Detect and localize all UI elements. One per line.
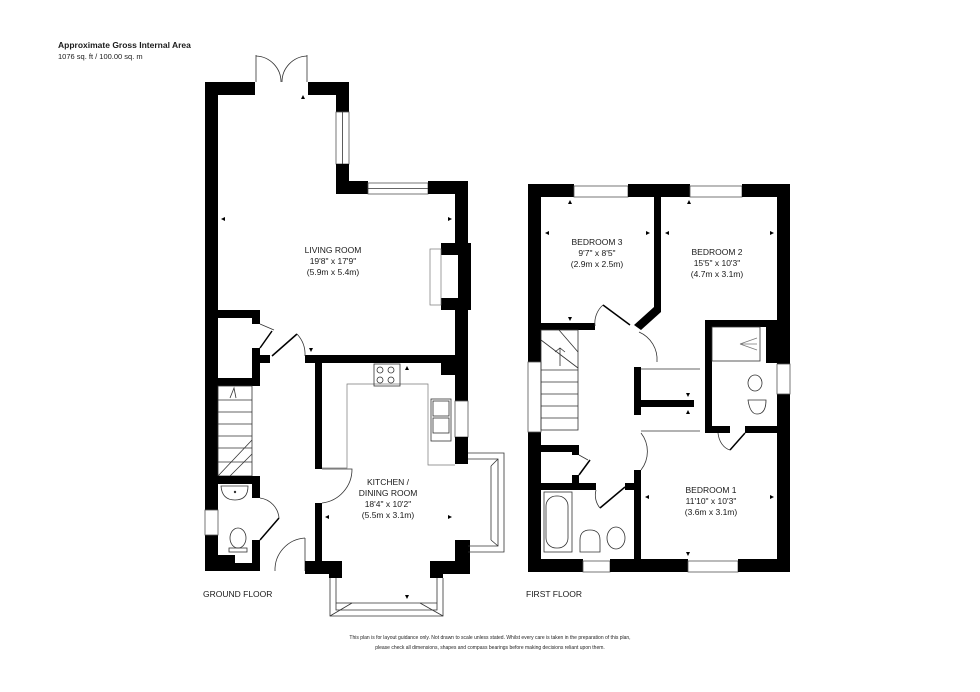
room-bedroom-2: BEDROOM 2 15'5" x 10'3" (4.7m x 3.1m) bbox=[691, 247, 743, 280]
room-dimensions-metric: (4.7m x 3.1m) bbox=[690, 269, 744, 279]
room-dimensions-imperial: 11'10" x 10'3" bbox=[685, 496, 737, 506]
staircase-ground bbox=[217, 385, 253, 477]
room-name: BEDROOM 2 bbox=[691, 247, 743, 257]
first-floor-plan bbox=[527, 184, 791, 573]
room-dimensions-metric: (5.9m x 5.4m) bbox=[306, 267, 360, 277]
room-kitchen-dining: KITCHEN / DINING ROOM 18'4" x 10'2" (5.5… bbox=[359, 477, 418, 521]
room-dimensions-metric: (5.5m x 3.1m) bbox=[361, 510, 415, 520]
area-value: 1076 sq. ft / 100.00 sq. m bbox=[58, 52, 143, 61]
area-title: Approximate Gross Internal Area bbox=[58, 40, 191, 50]
first-floor-label: FIRST FLOOR bbox=[526, 589, 583, 599]
room-dimensions-metric: (3.6m x 3.1m) bbox=[684, 507, 738, 517]
room-dimensions-imperial: 9'7" x 8'5" bbox=[578, 248, 616, 258]
staircase-first bbox=[540, 329, 579, 431]
ground-floor-plan bbox=[204, 55, 505, 617]
room-name: BEDROOM 3 bbox=[571, 237, 623, 247]
room-name-line2: DINING ROOM bbox=[358, 488, 418, 498]
room-name: BEDROOM 1 bbox=[685, 485, 737, 495]
room-name: LIVING ROOM bbox=[304, 245, 362, 255]
room-dimensions-imperial: 18'4" x 10'2" bbox=[364, 499, 412, 509]
disclaimer-line-1: This plan is for layout guidance only. N… bbox=[349, 635, 631, 641]
room-dimensions-imperial: 19'8" x 17'9" bbox=[309, 256, 357, 266]
disclaimer: This plan is for layout guidance only. N… bbox=[0, 633, 980, 653]
room-bedroom-3: BEDROOM 3 9'7" x 8'5" (2.9m x 2.5m) bbox=[571, 237, 623, 270]
room-dimensions-metric: (2.9m x 2.5m) bbox=[570, 259, 624, 269]
area-summary: Approximate Gross Internal Area 1076 sq.… bbox=[58, 40, 191, 62]
disclaimer-line-2: please check all dimensions, shapes and … bbox=[375, 645, 605, 651]
room-name: KITCHEN / bbox=[366, 477, 410, 487]
room-dimensions-imperial: 15'5" x 10'3" bbox=[693, 258, 741, 268]
room-bedroom-1: BEDROOM 1 11'10" x 10'3" (3.6m x 3.1m) bbox=[685, 485, 737, 518]
room-living-room: LIVING ROOM 19'8" x 17'9" (5.9m x 5.4m) bbox=[305, 245, 362, 278]
ground-floor-label: GROUND FLOOR bbox=[203, 589, 273, 599]
